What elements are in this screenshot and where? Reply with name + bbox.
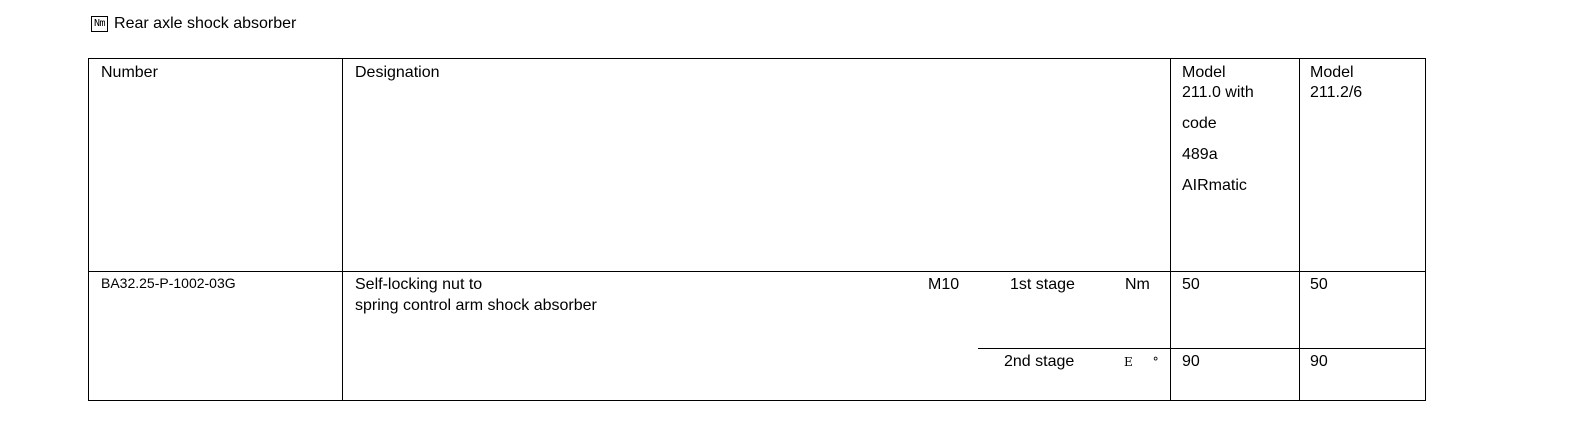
stage-2-model-b-value: 90 [1310, 353, 1328, 370]
stage-1-model-b-value: 50 [1310, 276, 1328, 293]
stage-2-label: 2nd stage [1004, 353, 1075, 370]
row-number: BA32.25-P-1002-03G [101, 275, 236, 291]
row-designation-line1: Self-locking nut to [355, 276, 483, 293]
stage-2-unit: E ° [1124, 355, 1167, 369]
header-model-a: Model 211.0 with code 489a AIRmatic [1182, 63, 1254, 196]
column-divider [1170, 59, 1171, 400]
header-model-a-line: 211.0 with [1182, 84, 1254, 101]
header-model-a-line: 489a [1182, 146, 1218, 163]
section-title: Rear axle shock absorber [114, 15, 297, 32]
stage-2-model-a-value: 90 [1182, 353, 1200, 370]
header-model-b-line: Model [1310, 64, 1354, 81]
row-thread-size: M10 [928, 276, 960, 293]
header-model-b-line: 211.2/6 [1310, 84, 1363, 101]
header-designation: Designation [355, 64, 440, 81]
stage-divider [978, 348, 1425, 349]
column-divider [342, 59, 343, 400]
stage-1-label: 1st stage [1010, 276, 1075, 293]
row-divider [89, 271, 1425, 272]
header-model-a-line: AIRmatic [1182, 177, 1247, 194]
header-model-a-line: code [1182, 115, 1217, 132]
stage-1-unit: Nm [1125, 276, 1150, 293]
header-number: Number [101, 64, 158, 81]
column-divider [1299, 59, 1300, 400]
header-model-b: Model 211.2/6 [1310, 63, 1362, 103]
section-heading: Nm Rear axle shock absorber [91, 13, 296, 35]
torque-table: Number Designation Model 211.0 with code… [88, 58, 1426, 401]
header-model-a-line: Model [1182, 64, 1226, 81]
torque-nm-icon: Nm [91, 16, 109, 32]
row-designation-line2: spring control arm shock absorber [355, 297, 597, 314]
stage-1-model-a-value: 50 [1182, 276, 1200, 293]
